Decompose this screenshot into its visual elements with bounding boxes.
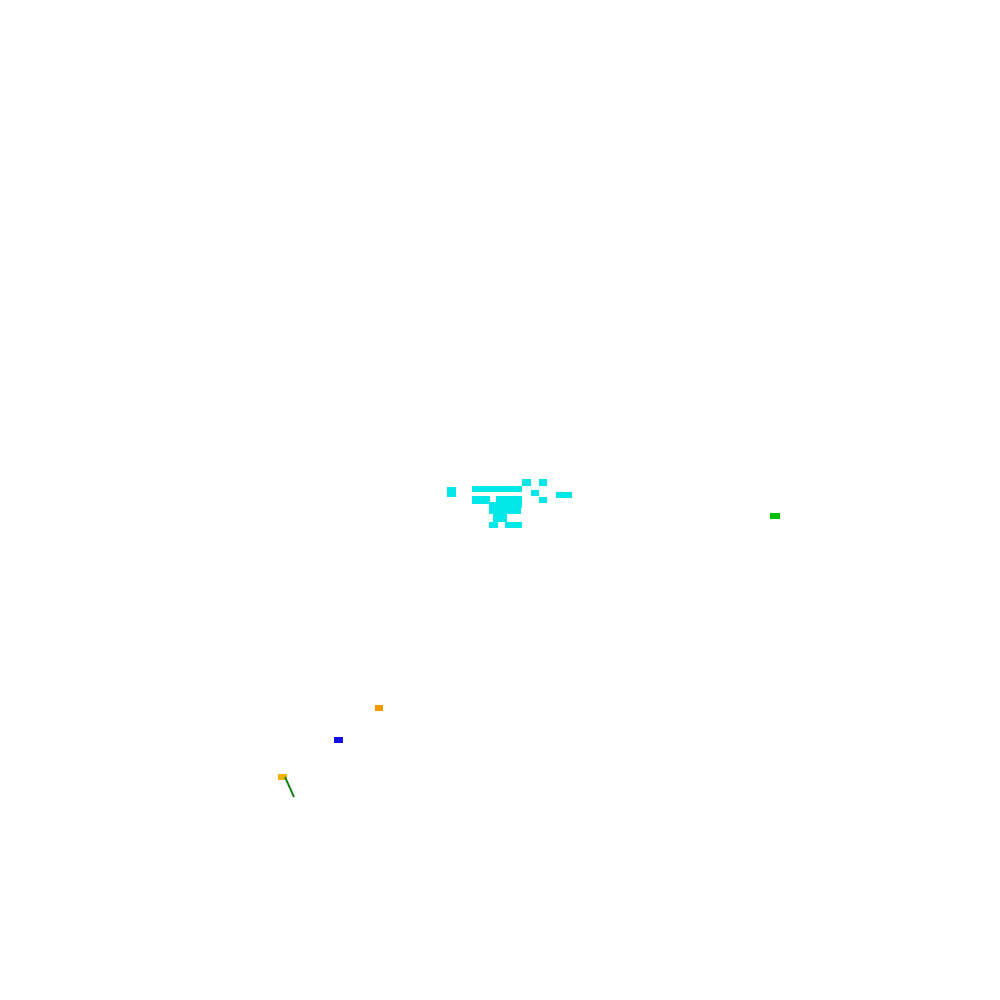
cyan-pixel-block: [489, 508, 521, 514]
cyan-pixel-block: [447, 487, 456, 497]
cyan-pixel-block: [505, 522, 522, 528]
green-trail-line: [284, 776, 295, 798]
cyan-pixel-block: [531, 490, 539, 496]
cyan-pixel-block: [489, 502, 522, 508]
cyan-pixel-block: [556, 492, 572, 498]
cyan-pixel-block: [472, 496, 490, 504]
cyan-pixel-block: [496, 496, 522, 502]
yellow-marker: [278, 774, 287, 780]
blue-marker: [334, 737, 343, 743]
cyan-pixel-block: [489, 522, 498, 528]
cyan-pixel-block: [539, 479, 547, 486]
cyan-pixel-block: [472, 486, 522, 492]
green-marker: [770, 513, 780, 519]
cyan-pixel-block: [522, 479, 531, 486]
orange-marker: [375, 705, 383, 711]
cyan-pixel-block: [493, 514, 507, 522]
cyan-pixel-block: [539, 497, 547, 503]
